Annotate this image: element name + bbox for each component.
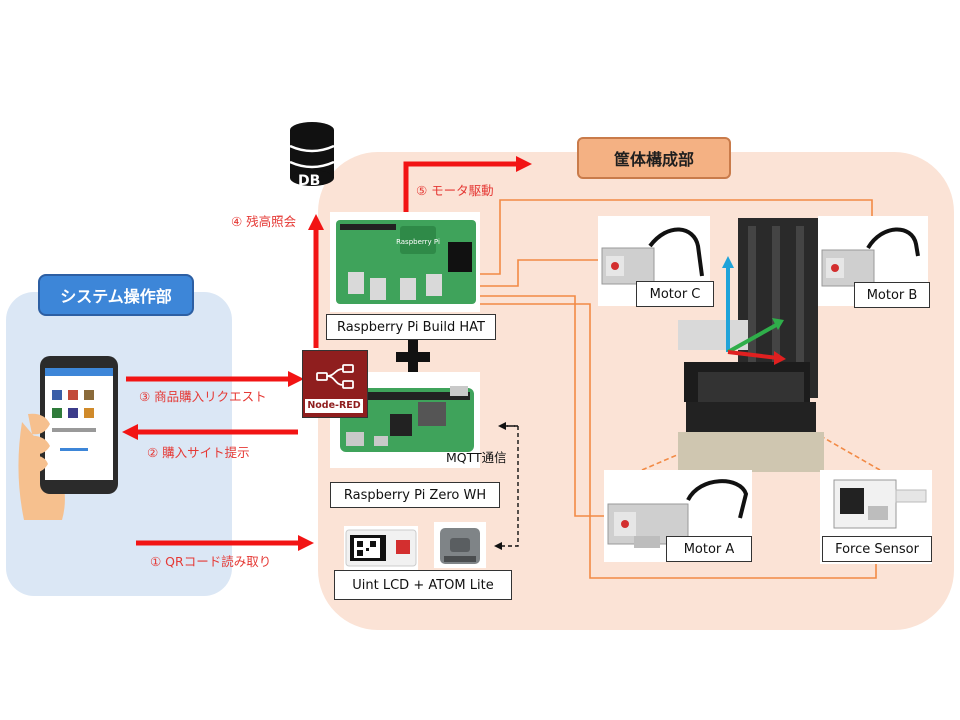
zero-wh-label: Raspberry Pi Zero WH [330, 482, 500, 508]
motor-c-label: Motor C [636, 281, 714, 307]
lcd-atom-label: Uint LCD + ATOM Lite [334, 570, 512, 600]
force-sensor-label: Force Sensor [822, 536, 932, 562]
wire-force-sensor [430, 303, 877, 579]
mqtt-link [494, 425, 519, 550]
db-label: DB [298, 173, 321, 189]
lcd-image [344, 526, 418, 570]
step-purchase-request: ③ 商品購入リクエスト [139, 389, 267, 404]
build-hat-image: Raspberry Pi [330, 212, 480, 312]
database-icon [289, 122, 335, 186]
arrow-motor-drive [403, 156, 532, 214]
step-qr-read: ① QRコード読み取り [150, 554, 272, 569]
node-red-label: Node-RED [305, 399, 363, 413]
system-section-title: システム操作部 [38, 274, 194, 316]
plus-icon [396, 340, 430, 374]
wire-dash-a [641, 439, 713, 471]
step-balance-inquiry: ④ 残高照会 [231, 214, 297, 229]
svg-text:Raspberry Pi: Raspberry Pi [396, 238, 440, 246]
mqtt-label: MQTT通信 [446, 450, 507, 465]
smartphone-image [18, 356, 118, 520]
case-section-title: 筐体構成部 [577, 137, 731, 179]
vending-machine-image [678, 218, 824, 472]
step-motor-drive: ⑤ モータ駆動 [416, 183, 494, 198]
motor-a-label: Motor A [666, 536, 752, 562]
motor-b-label: Motor B [854, 282, 930, 308]
atom-lite-image [434, 522, 486, 568]
node-red-icon [316, 364, 354, 389]
red-arrows [122, 156, 532, 551]
node-red-logo: Node-RED [302, 350, 368, 418]
step-site-presentation: ② 購入サイト提示 [147, 445, 250, 460]
build-hat-label: Raspberry Pi Build HAT [326, 314, 496, 340]
